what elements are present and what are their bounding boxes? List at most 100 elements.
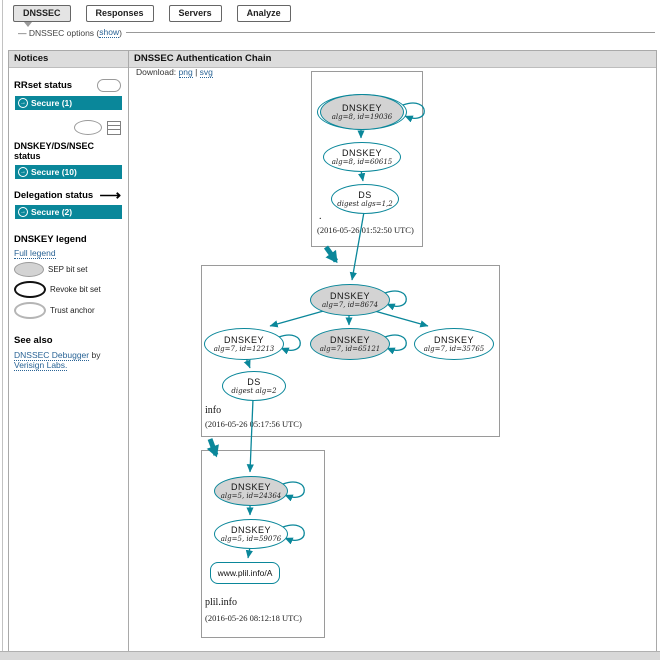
node-ds-root[interactable]: DS digest algs=1,2 — [331, 184, 399, 214]
node-dnskey-19036[interactable]: DNSKEY alg=8, id=19036 — [317, 94, 407, 130]
rrset-status-section: RRset status — [14, 79, 123, 92]
node-subtitle: digest alg=2 — [231, 387, 276, 395]
see-also-title: See also — [14, 335, 123, 346]
node-dnskey-65121[interactable]: DNSKEY alg=7, id=65121 — [310, 328, 390, 360]
node-dnskey-24364[interactable]: DNSKEY alg=5, id=24364 — [214, 476, 288, 506]
delegation-status-title: Delegation status — [14, 190, 93, 201]
secure-arrow-icon: → — [18, 207, 28, 217]
dnskey-ds-nsec-title: DNSKEY/DS/NSEC status — [14, 141, 123, 161]
node-title: DNSKEY — [330, 336, 370, 345]
notices-sidebar: Notices RRset status → Secure (1) DNSKEY… — [9, 51, 129, 651]
dnskey-legend-title: DNSKEY legend — [14, 234, 87, 245]
secure-arrow-icon: → — [18, 98, 28, 108]
tab-responses[interactable]: Responses — [86, 5, 154, 22]
rrset-secure-badge[interactable]: → Secure (1) — [15, 96, 122, 110]
node-subtitle: alg=7, id=12213 — [214, 345, 275, 353]
legend-label: Trust anchor — [50, 306, 95, 315]
node-dnskey-35765[interactable]: DNSKEY alg=7, id=35765 — [414, 328, 494, 360]
node-rrset-www-plil-info[interactable]: www.plil.info/A — [210, 562, 280, 584]
notices-body: RRset status → Secure (1) DNSKEY/DS/NSEC… — [9, 68, 128, 370]
rrset-label: www.plil.info/A — [218, 568, 273, 578]
auth-chain-graph: Download: png | svg — [129, 65, 656, 651]
node-title: DNSKEY — [434, 336, 474, 345]
options-label: — DNSSEC options ( — [18, 28, 99, 38]
dnskey-ds-nsec-icons — [14, 120, 121, 135]
node-dnskey-59076[interactable]: DNSKEY alg=5, id=59076 — [214, 519, 288, 549]
rrset-shape-icon — [97, 79, 121, 92]
node-title: DNSKEY — [342, 149, 382, 158]
node-title: DNSKEY — [330, 292, 370, 301]
node-title: DNSKEY — [231, 526, 271, 535]
zone-timestamp-info: (2016-05-26 05:17:56 UTC) — [205, 419, 302, 429]
node-dnskey-60615[interactable]: DNSKEY alg=8, id=60615 — [323, 142, 401, 172]
zone-timestamp-plil-info: (2016-05-26 08:12:18 UTC) — [205, 613, 302, 623]
dnskey-secure-badge[interactable]: → Secure (10) — [15, 165, 122, 179]
node-title: DNSKEY — [224, 336, 264, 345]
bottom-strip — [0, 651, 660, 660]
download-label: Download: — [136, 67, 179, 77]
delegation-arrow-icon: ⟶ — [99, 191, 121, 201]
secure-arrow-icon: → — [18, 167, 28, 177]
node-dnskey-8674[interactable]: DNSKEY alg=7, id=8674 — [310, 284, 390, 316]
dnssec-options-bar: — DNSSEC options (show) — [18, 27, 655, 38]
node-title: DS — [358, 191, 372, 200]
verisign-labs-link[interactable]: Verisign Labs. — [14, 360, 67, 371]
by-text: by — [89, 350, 100, 360]
show-options-link[interactable]: show — [99, 27, 119, 38]
notices-header: Notices — [9, 51, 128, 68]
delegation-status-section: Delegation status ⟶ — [14, 190, 123, 201]
download-sep: | — [193, 67, 200, 77]
zone-name-info: info — [205, 405, 221, 416]
legend-item-trust-anchor: Trust anchor — [14, 302, 123, 319]
auth-chain-panel: DNSSEC Authentication Chain Download: pn… — [129, 51, 656, 651]
revoke-ellipse-icon — [14, 281, 46, 298]
rrset-secure-label: Secure (1) — [31, 98, 72, 108]
download-png-link[interactable]: png — [179, 67, 193, 78]
rrset-status-title: RRset status — [14, 80, 72, 91]
legend-label: Revoke bit set — [50, 285, 101, 294]
legend-item-revoke: Revoke bit set — [14, 281, 123, 298]
node-subtitle: alg=5, id=24364 — [221, 492, 282, 500]
download-row: Download: png | svg — [136, 67, 213, 77]
full-legend-row: Full legend — [14, 248, 123, 258]
dnskey-shape-icon — [74, 120, 102, 135]
zone-name-plil-info: plil.info — [205, 597, 237, 608]
download-svg-link[interactable]: svg — [200, 67, 213, 78]
zone-name-root: . — [319, 211, 322, 222]
sep-ellipse-icon — [14, 262, 44, 277]
node-subtitle: alg=7, id=35765 — [424, 345, 485, 353]
node-subtitle: alg=7, id=65121 — [320, 345, 381, 353]
tab-dnssec[interactable]: DNSSEC — [13, 5, 71, 22]
trust-anchor-ellipse-icon — [14, 302, 46, 319]
legend-label: SEP bit set — [48, 265, 87, 274]
node-subtitle: alg=7, id=8674 — [322, 301, 378, 309]
node-ds-info[interactable]: DS digest alg=2 — [222, 371, 286, 401]
node-dnskey-12213[interactable]: DNSKEY alg=7, id=12213 — [204, 328, 284, 360]
page-border — [2, 0, 3, 652]
node-title: DS — [247, 378, 261, 387]
options-rule — [126, 32, 655, 33]
see-also-links: DNSSEC Debugger by Verisign Labs. — [14, 350, 123, 370]
node-subtitle: digest algs=1,2 — [337, 200, 392, 208]
delegation-secure-badge[interactable]: → Secure (2) — [15, 205, 122, 219]
dnskey-secure-label: Secure (10) — [31, 167, 77, 177]
node-title: DNSKEY — [231, 483, 271, 492]
tab-servers[interactable]: Servers — [169, 5, 222, 22]
node-subtitle: alg=8, id=60615 — [332, 158, 393, 166]
dnskey-ds-nsec-section: DNSKEY/DS/NSEC status — [14, 141, 123, 161]
content-panel: Notices RRset status → Secure (1) DNSKEY… — [8, 50, 657, 652]
options-label-close: ) — [119, 28, 122, 38]
zone-timestamp-root: (2016-05-26 01:52:50 UTC) — [317, 225, 414, 235]
node-subtitle: alg=8, id=19036 — [332, 113, 393, 121]
node-title: DNSKEY — [342, 104, 382, 113]
tab-analyze[interactable]: Analyze — [237, 5, 291, 22]
delegation-secure-label: Secure (2) — [31, 207, 72, 217]
ds-record-icon — [107, 121, 121, 135]
legend-item-sep: SEP bit set — [14, 262, 123, 277]
toolbar: DNSSEC Responses Servers Analyze — [13, 5, 291, 22]
delegation-arrow-root-info — [326, 247, 336, 261]
dnskey-legend-section: DNSKEY legend — [14, 234, 123, 245]
node-subtitle: alg=5, id=59076 — [221, 535, 282, 543]
full-legend-link[interactable]: Full legend — [14, 248, 56, 259]
